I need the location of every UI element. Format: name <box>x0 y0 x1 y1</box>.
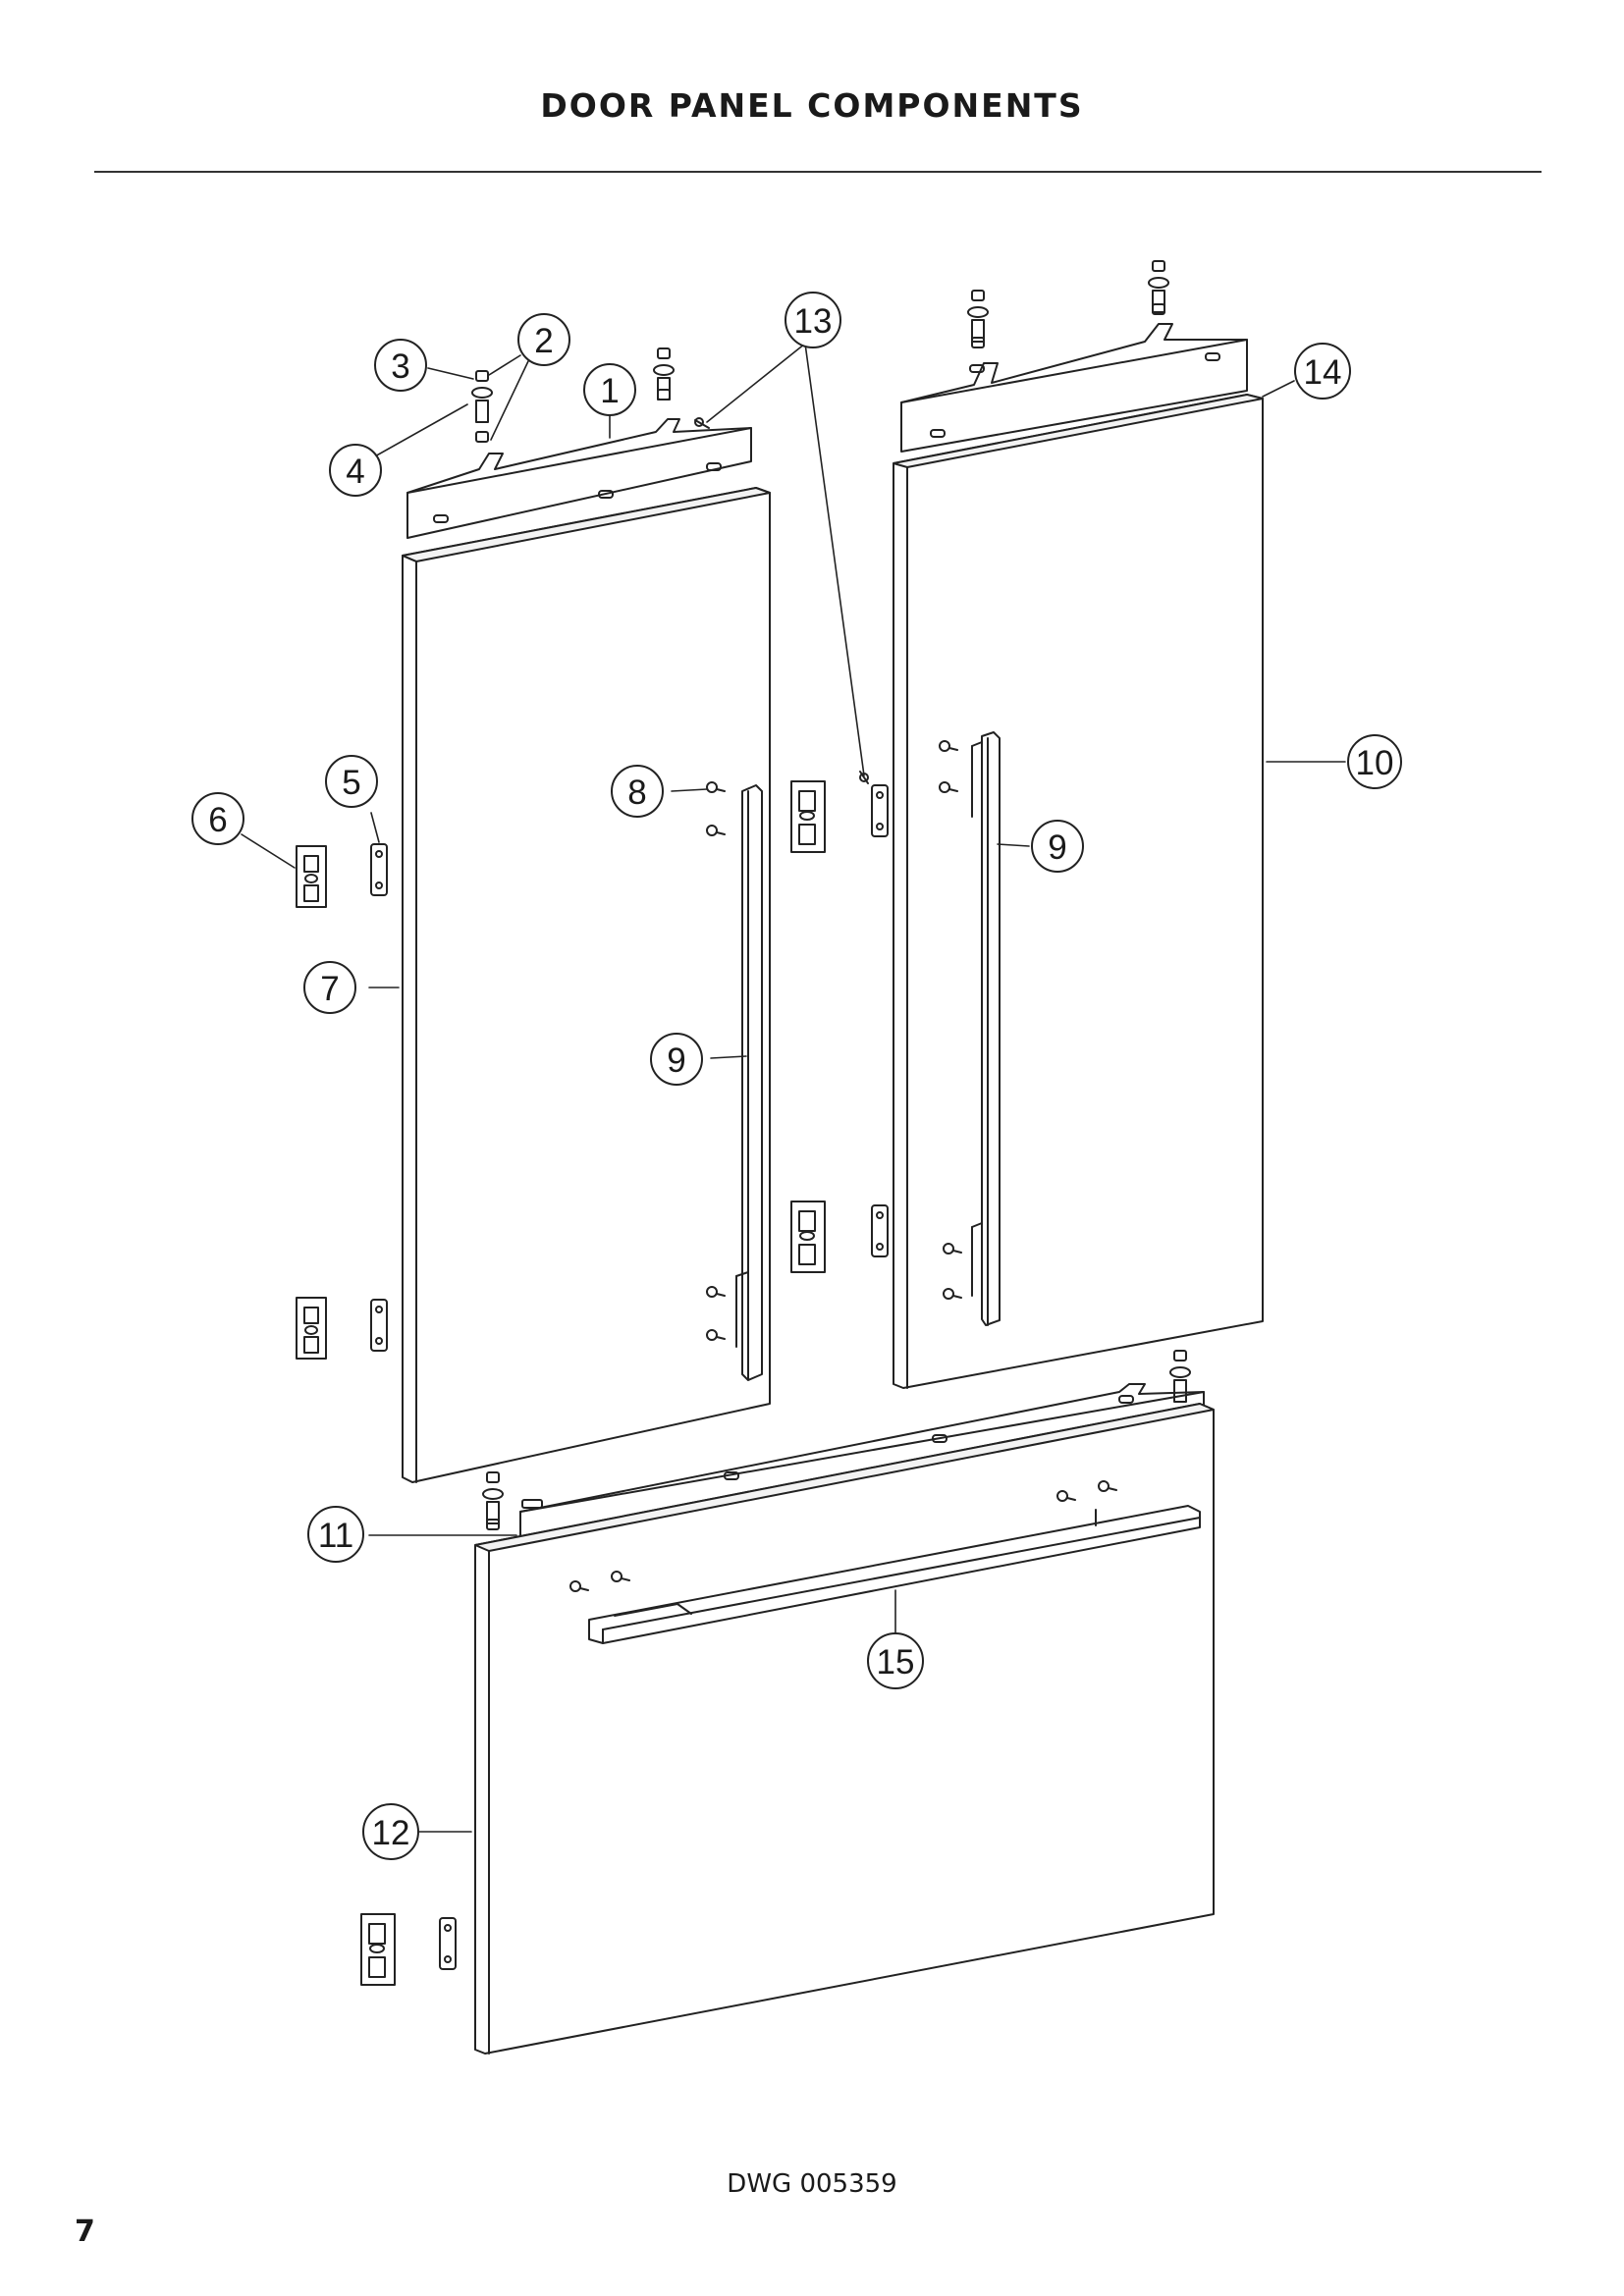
title-divider <box>94 171 1542 173</box>
pivot-hardware-right <box>967 260 1169 348</box>
callout-label-10: 10 <box>1356 744 1394 782</box>
callout-label-12: 12 <box>372 1814 410 1852</box>
callout-label-3: 3 <box>391 347 409 386</box>
callout-label-8: 8 <box>627 774 646 812</box>
callouts: 1 2 3 4 5 6 7 8 9 9 10 11 12 13 14 <box>191 292 1402 1860</box>
callout-6: 6 <box>191 792 244 845</box>
callout-2: 2 <box>517 313 570 366</box>
callout-4: 4 <box>329 444 382 497</box>
pivot-hardware-left <box>471 347 710 443</box>
pivot-hardware-bottom <box>482 1350 1191 1530</box>
callout-10: 10 <box>1347 734 1402 789</box>
callout-7: 7 <box>303 961 356 1014</box>
handle-left <box>735 784 763 1381</box>
leader-lines <box>241 343 1346 1833</box>
callout-label-13: 13 <box>794 302 833 341</box>
callout-12: 12 <box>362 1803 419 1860</box>
callout-11: 11 <box>307 1506 364 1563</box>
callout-label-6: 6 <box>208 801 227 839</box>
hinge-blocks-bottom <box>360 1913 457 1986</box>
handle-right <box>971 731 1001 1326</box>
callout-label-7: 7 <box>320 970 339 1008</box>
hinge-blocks-middle <box>790 780 889 1273</box>
callout-9-right: 9 <box>1031 820 1084 873</box>
callout-5: 5 <box>325 755 378 808</box>
drawer-panel <box>474 1403 1215 2055</box>
callout-label-11: 11 <box>318 1517 353 1555</box>
callout-8: 8 <box>611 765 664 818</box>
callout-label-9-right: 9 <box>1048 828 1066 867</box>
callout-9-left: 9 <box>650 1033 703 1086</box>
callout-label-2: 2 <box>534 322 553 360</box>
page-title: DOOR PANEL COMPONENTS <box>540 86 1084 125</box>
page-number: 7 <box>75 2215 95 2249</box>
handle-bottom <box>588 1505 1201 1644</box>
door-panel-right <box>893 394 1264 1389</box>
callout-label-1: 1 <box>600 372 619 410</box>
callout-3: 3 <box>374 339 427 392</box>
screws-drawer <box>569 1480 1117 1592</box>
top-bracket-left <box>406 418 752 539</box>
callout-label-14: 14 <box>1304 353 1342 392</box>
screws-right-door <box>859 740 962 1300</box>
top-bracket-right <box>900 323 1248 453</box>
callout-label-9-left: 9 <box>667 1041 685 1080</box>
door-panel-left <box>402 487 771 1483</box>
callout-label-15: 15 <box>877 1643 915 1682</box>
callout-label-4: 4 <box>346 453 364 491</box>
drawing-number: DWG 005359 <box>727 2169 897 2199</box>
hinge-blocks-left <box>296 843 388 1360</box>
callout-label-5: 5 <box>342 764 360 802</box>
callout-1: 1 <box>583 363 636 416</box>
callout-15: 15 <box>867 1632 924 1689</box>
screws-left-door <box>706 781 726 1341</box>
callout-14: 14 <box>1294 343 1351 400</box>
callout-13: 13 <box>785 292 841 348</box>
